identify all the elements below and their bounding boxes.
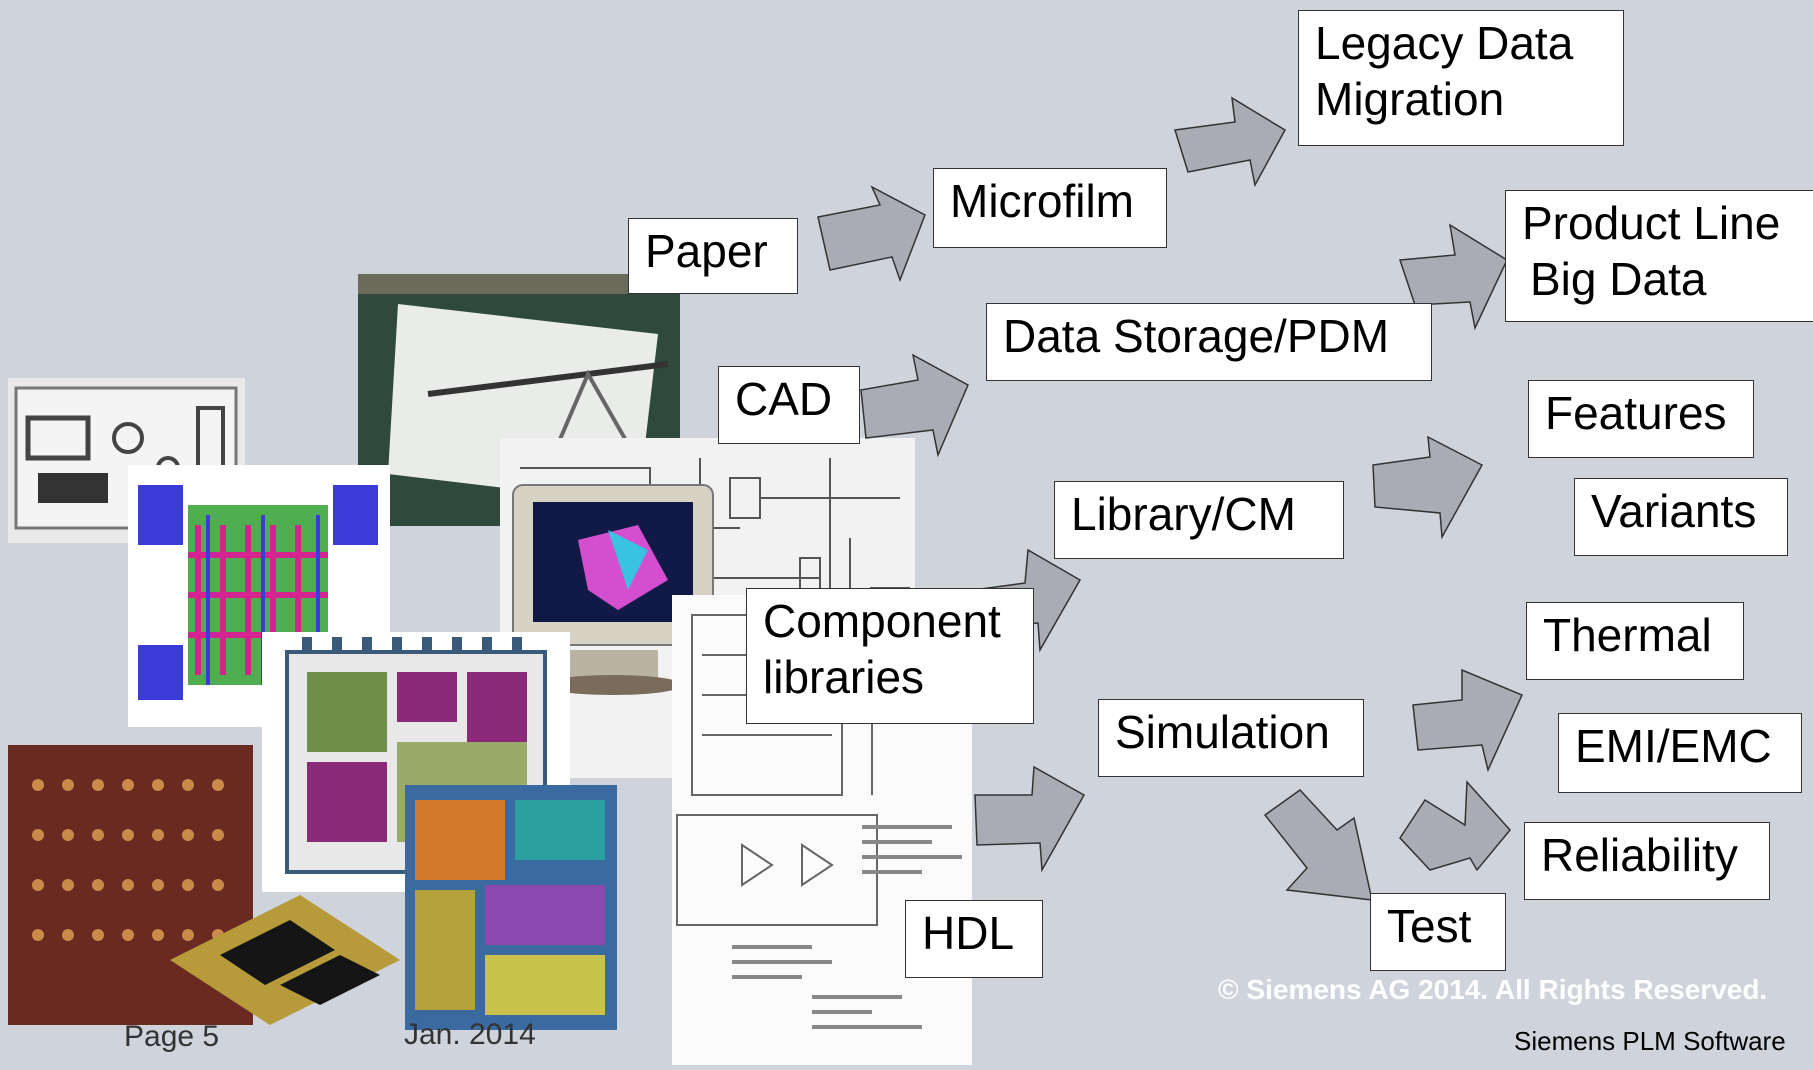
emi-emc-box: EMI/EMC — [1558, 713, 1802, 793]
variants-box: Variants — [1574, 478, 1788, 556]
features-box: Features — [1528, 380, 1754, 458]
features-label: Features — [1545, 387, 1727, 439]
legacy-data-migration-box: Legacy Data Migration — [1298, 10, 1624, 146]
paper-label: Paper — [645, 225, 768, 277]
copyright-notice: © Siemens AG 2014. All Rights Reserved. — [1218, 974, 1768, 1005]
arrow-library-to-features — [1370, 435, 1485, 540]
product-line-2: Big Data — [1530, 253, 1707, 305]
data-storage-pdm-box: Data Storage/PDM — [986, 303, 1432, 381]
reliability-box: Reliability — [1524, 822, 1770, 900]
processor-die-image — [405, 785, 617, 1030]
paper-box: Paper — [628, 218, 798, 294]
thermal-label: Thermal — [1543, 609, 1712, 661]
simulation-box: Simulation — [1098, 699, 1364, 777]
simulation-label: Simulation — [1115, 706, 1330, 758]
chip-package-image — [160, 890, 410, 1030]
library-cm-box: Library/CM — [1054, 481, 1344, 559]
arrow-simulation-to-thermal — [1410, 665, 1525, 775]
microfilm-box: Microfilm — [933, 168, 1167, 248]
arrow-paper-to-microfilm — [810, 185, 930, 285]
arrow-hdl-to-simulation — [972, 765, 1087, 875]
legacy-line-2: Migration — [1315, 73, 1505, 125]
component-line-1: Component — [763, 595, 1001, 647]
product-line-1: Product Line — [1522, 197, 1781, 249]
microfilm-label: Microfilm — [950, 175, 1134, 227]
arrow-test-to-reliability — [1395, 780, 1515, 880]
component-line-2: libraries — [763, 651, 925, 703]
hdl-label: HDL — [922, 907, 1015, 959]
thermal-box: Thermal — [1526, 602, 1744, 680]
product-line-big-data-box: Product Line Big Data — [1505, 190, 1813, 322]
test-box: Test — [1370, 893, 1506, 971]
cad-box: CAD — [718, 366, 860, 444]
arrow-cad-to-datastorage — [858, 350, 973, 460]
variants-label: Variants — [1591, 485, 1757, 537]
crt-monitor-image — [508, 480, 718, 695]
arrow-simulation-to-test — [1262, 789, 1377, 905]
legacy-line-1: Legacy Data — [1315, 17, 1574, 69]
test-label: Test — [1387, 900, 1472, 952]
pcb-layout-image — [8, 378, 245, 543]
data-storage-label: Data Storage/PDM — [1003, 310, 1390, 362]
reliability-label: Reliability — [1541, 829, 1738, 881]
page-number: Page 5 — [124, 1020, 220, 1053]
date-label: Jan. 2014 — [404, 1018, 536, 1051]
library-label: Library/CM — [1071, 488, 1296, 540]
arrow-microfilm-to-legacy — [1170, 90, 1290, 190]
hdl-box: HDL — [905, 900, 1043, 978]
company-name: Siemens PLM Software — [1514, 1026, 1786, 1056]
cad-label: CAD — [735, 373, 833, 425]
component-libraries-box: Component libraries — [746, 588, 1034, 724]
emi-label: EMI/EMC — [1575, 720, 1772, 772]
